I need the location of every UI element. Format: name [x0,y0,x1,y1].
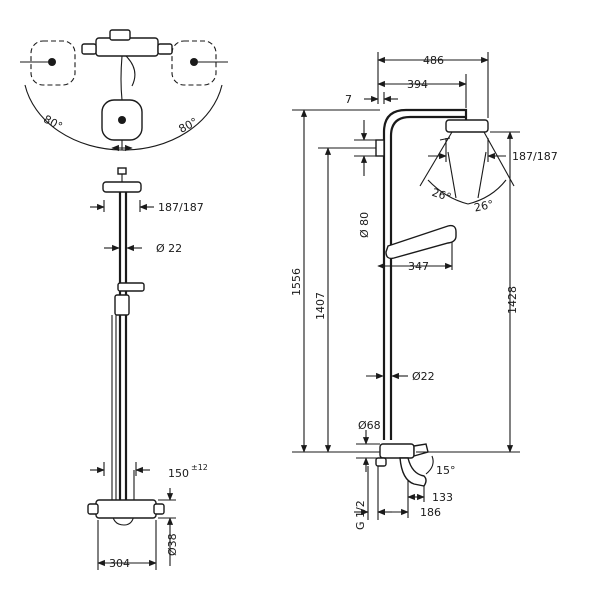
side-head-width-label: 187/187 [512,150,558,163]
side-spout-angle-label: 15° [436,464,456,477]
angle-right-label: 80° [177,115,200,136]
rotated-head-right-center [190,58,198,66]
side-view: 486 394 7 Ø 80 187/187 26° 26° 347 1556 [290,52,558,530]
side-head-height-label: 1428 [506,286,519,314]
side-spout-long-label: 186 [420,506,441,519]
side-angle-right-label: 26° [473,198,495,215]
shower-head-front [102,181,142,193]
rotated-head-right [171,40,217,86]
side-wall-gap-label: 7 [345,93,352,106]
front-mixer-width-label: 304 [109,557,130,570]
front-view: 187/187 Ø 22 150 ±12 Ø38 304 [87,167,208,570]
mixer-side [379,443,415,459]
top-view: 80° 80° [20,29,228,152]
riser-and-arm [382,108,468,440]
side-bracket-height-label: 1407 [314,292,327,320]
wall-bracket [375,139,385,157]
side-total-height-label: 1556 [290,268,303,296]
mixer-top-view [95,37,159,57]
side-reach-arm-label: 394 [407,78,428,91]
rotated-head-left [30,40,76,86]
front-hose-tolerance-label: ±12 [191,463,208,472]
front-mixer-diameter-label: Ø38 [166,533,179,556]
shower-hose [111,315,135,526]
front-hose-length-label: 150 [168,467,189,480]
rotated-head-left-center [48,58,56,66]
overhead-shower [445,119,489,133]
side-angle-left-label: 26° [430,186,453,204]
side-connection-label: G 1/2 [354,500,367,530]
side-reach-total-label: 486 [423,54,444,67]
front-pipe-diameter-label: Ø 22 [156,242,182,255]
spout [399,457,427,487]
angle-left-label: 80° [41,113,64,134]
side-bracket-diameter-label: Ø 80 [358,212,371,238]
side-mixer-diameter-label: Ø68 [358,419,381,432]
side-spout-short-label: 133 [432,491,453,504]
hand-shower-holder [117,282,145,292]
side-pipe-diameter-label: Ø22 [412,370,435,383]
front-head-width-label: 187/187 [158,201,204,214]
side-hand-shower-reach-label: 347 [408,260,429,273]
mixer-front [95,499,157,519]
hand-shower [385,224,457,260]
